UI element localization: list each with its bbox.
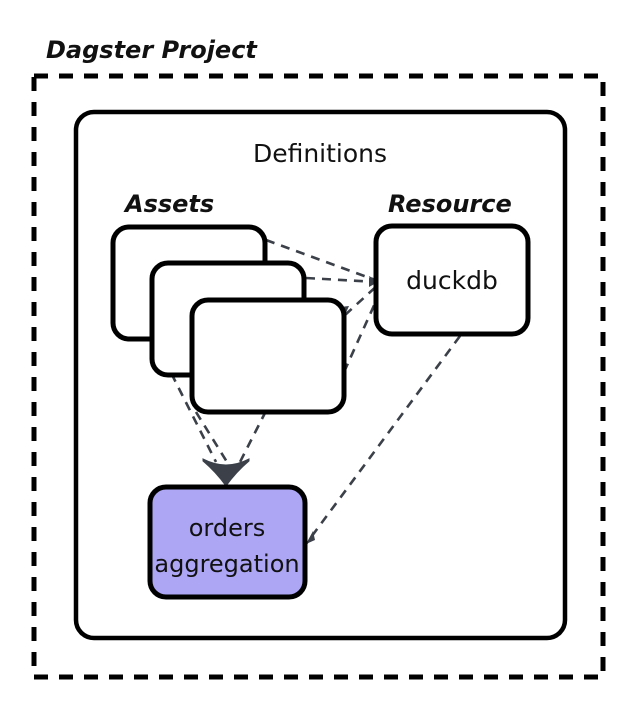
node-orders-aggregation-box[interactable] (147, 484, 308, 600)
node-asset-card-3[interactable] (189, 297, 347, 415)
group-label-assets: Assets (123, 190, 214, 218)
node-orders-aggregation-label-line2: aggregation (154, 550, 299, 578)
arrowhead-into-orders-aggregation (202, 458, 250, 487)
edge-arrowhead-orders-right (306, 531, 315, 544)
edge-asset2-orders (194, 411, 229, 463)
edge-group-duckdb-to-orders (304, 335, 462, 545)
node-duckdb-box[interactable] (373, 223, 531, 337)
inner-container-title: Definitions (253, 139, 387, 168)
inner-container-definitions-border (73, 109, 568, 641)
edge-asset3-orders (238, 410, 268, 463)
edge-group-assets-to-duckdb (265, 238, 383, 373)
edge-asset2-duckdb (305, 276, 379, 284)
edge-duckdb-orders (304, 335, 462, 545)
node-orders-aggregation-label-line1: orders (189, 514, 266, 542)
edge-asset1-duckdb (265, 238, 379, 283)
outer-container-dashed-border (31, 73, 606, 680)
outer-container-title: Dagster Project (46, 36, 258, 64)
group-label-resource: Resource (388, 190, 512, 218)
node-duckdb-label: duckdb (406, 266, 498, 295)
edge-asset3-duckdb (344, 283, 380, 316)
